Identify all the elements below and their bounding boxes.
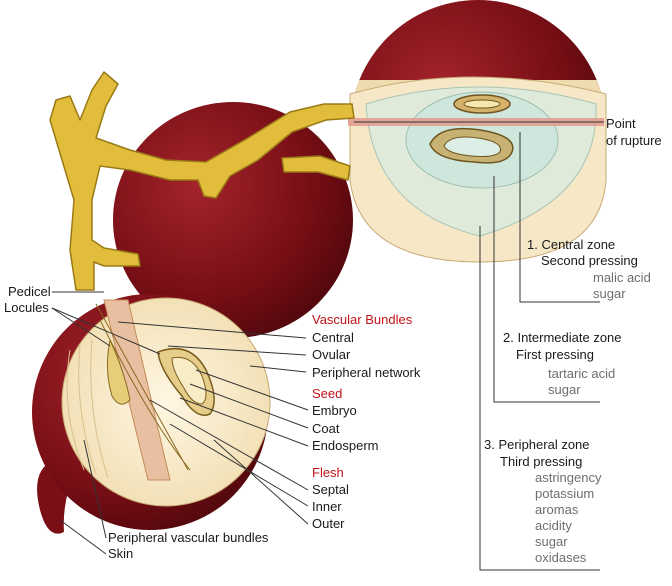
zone-3-title: 3. Peripheral zone [484, 437, 590, 452]
label-vascular-bundles: Vascular Bundles [312, 312, 413, 327]
stem [49, 71, 355, 291]
zone-3-component: potassium [535, 486, 594, 501]
zone-1-component: malic acid [593, 270, 651, 285]
zone-2-title: 2. Intermediate zone [503, 330, 622, 345]
zone-1-component: sugar [593, 286, 626, 301]
label-peripheral-vascular-bundles: Peripheral vascular bundles [108, 530, 269, 545]
seed-left [157, 347, 215, 416]
label-inner: Inner [312, 499, 342, 514]
peripheral-vascular-network [66, 339, 109, 479]
label-locules: Locules [4, 300, 49, 315]
label-coat: Coat [312, 421, 340, 436]
label-septal: Septal [312, 482, 349, 497]
seed-top [453, 94, 511, 114]
zone-2-component: tartaric acid [548, 366, 615, 381]
label-embryo: Embryo [312, 403, 357, 418]
label-flesh: Flesh [312, 465, 344, 480]
label-pedicel: Pedicel [8, 284, 51, 299]
label-seed: Seed [312, 386, 342, 401]
zone-2-component: sugar [548, 382, 581, 397]
label-point-of-rupture-1: Point [606, 116, 636, 131]
zone-3-component: sugar [535, 534, 568, 549]
labels: Pedicel Locules Vascular Bundles Central… [4, 116, 662, 565]
zone-3-component: astringency [535, 470, 602, 485]
zone-3-component: acidity [535, 518, 572, 533]
label-ovular: Ovular [312, 347, 351, 362]
label-skin: Skin [108, 546, 133, 561]
cut-grape-left [32, 294, 271, 534]
cut-grape-right [348, 0, 607, 263]
left-locule [106, 338, 131, 405]
zone-3-component: aromas [535, 502, 579, 517]
zone-3-component: oxidases [535, 550, 587, 565]
zone-2-pressing: First pressing [516, 347, 594, 362]
seed-bottom [429, 127, 514, 164]
leader-lines [51, 121, 604, 571]
label-outer: Outer [312, 516, 345, 531]
zone-3-pressing: Third pressing [500, 454, 582, 469]
zone-1-title: 1. Central zone [527, 237, 615, 252]
label-endosperm: Endosperm [312, 438, 378, 453]
label-central: Central [312, 330, 354, 345]
zone-1-pressing: Second pressing [541, 253, 638, 268]
label-point-of-rupture-2: of rupture [606, 133, 662, 148]
label-peripheral-network: Peripheral network [312, 365, 421, 380]
